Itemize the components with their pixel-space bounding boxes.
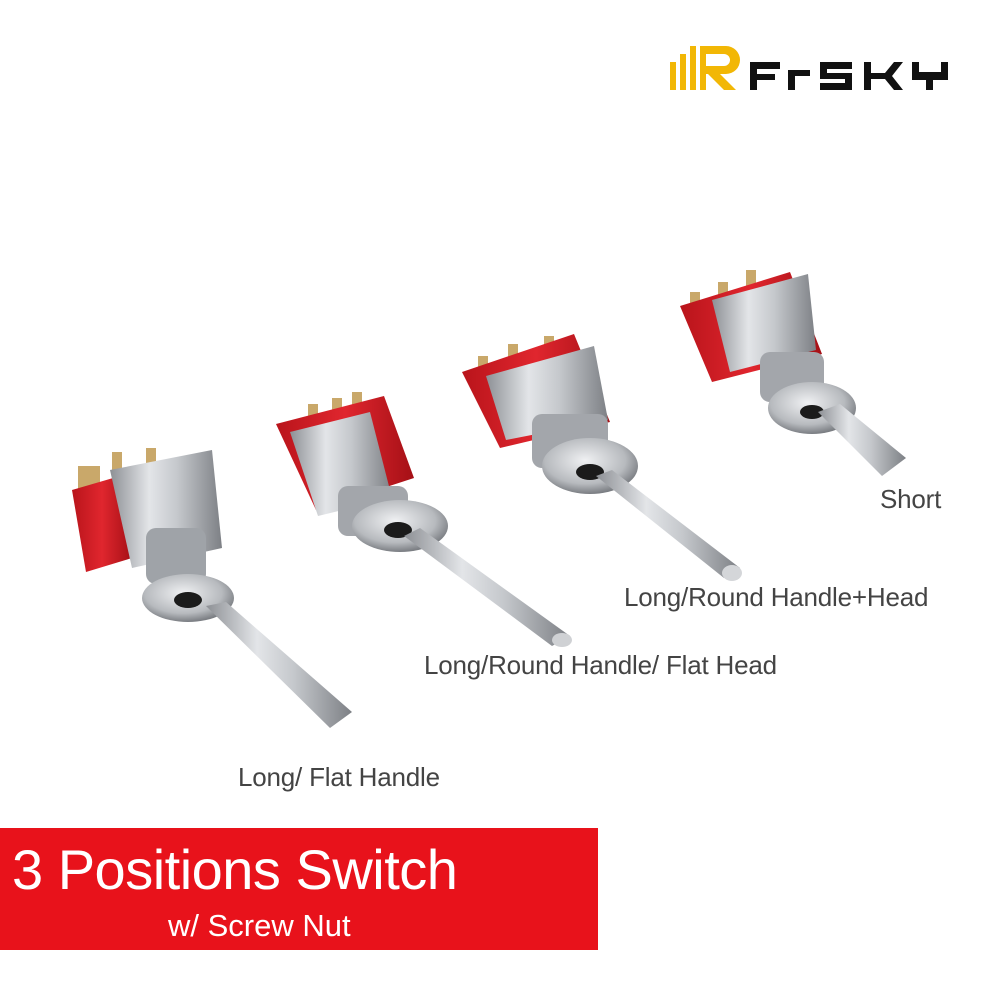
banner-subtitle: w/ Screw Nut: [168, 908, 351, 943]
label-short: Short: [880, 484, 942, 514]
label-long-round-handle-head: Long/Round Handle+Head: [624, 582, 929, 612]
title-banner: 3 Positions Switch w/ Screw Nut: [0, 828, 598, 950]
switch-long-round-handle-head: [462, 334, 742, 581]
switch-short: [680, 270, 906, 476]
switch-long-round-handle-flat-head: [276, 392, 572, 647]
frsky-logo: [670, 46, 948, 90]
label-long-round-handle-flat-head: Long/Round Handle/ Flat Head: [424, 650, 777, 680]
banner-title: 3 Positions Switch: [12, 838, 458, 901]
label-long-flat-handle: Long/ Flat Handle: [238, 762, 440, 792]
switch-long-flat-handle: [72, 448, 352, 728]
